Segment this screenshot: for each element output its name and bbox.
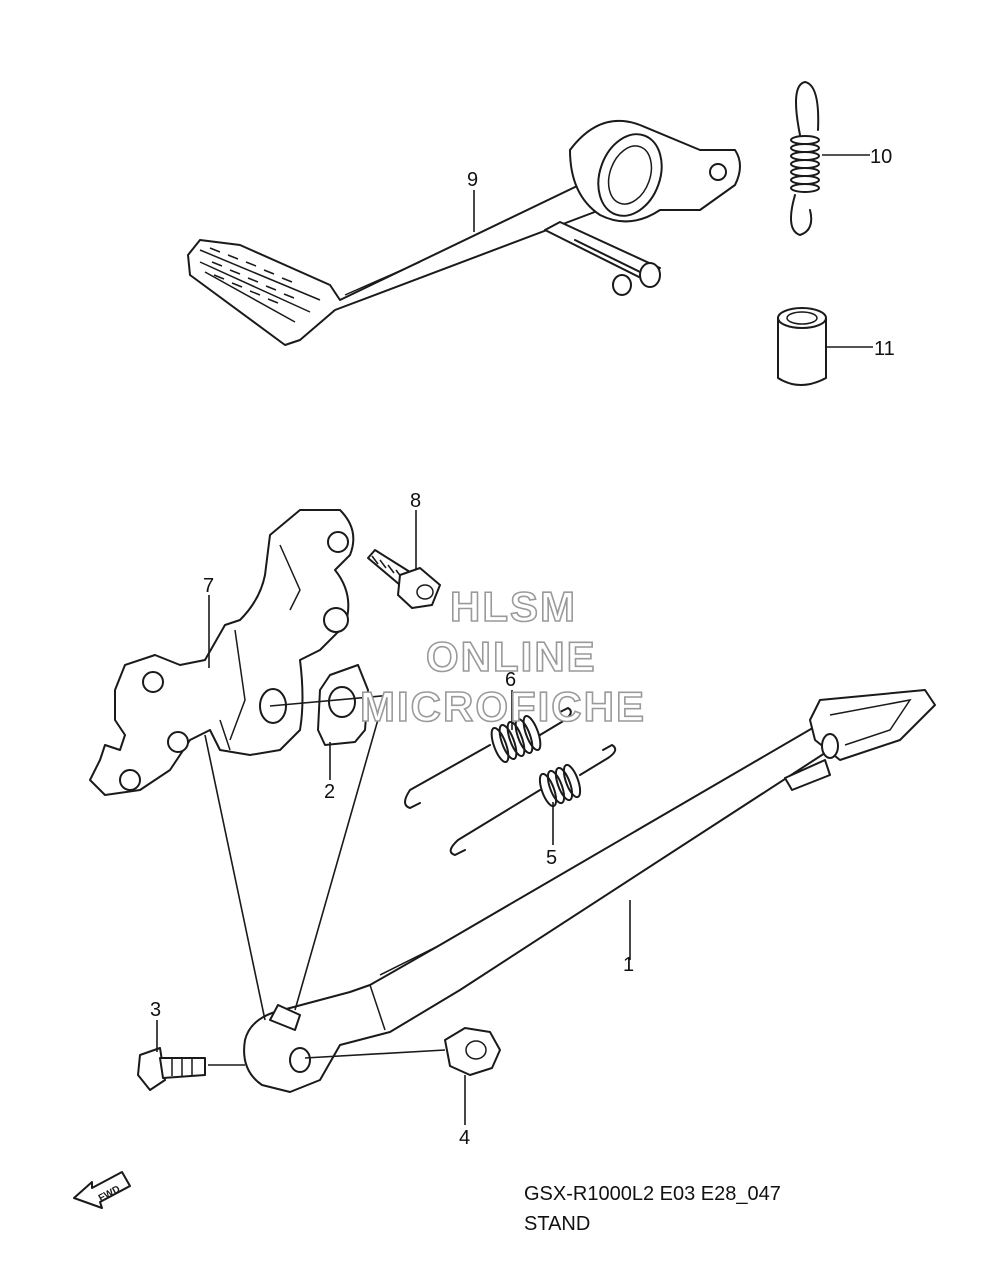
watermark-line-2: ONLINE <box>425 633 597 680</box>
part-1-side-stand <box>243 689 936 1093</box>
watermark-line-1: HLSM <box>449 583 577 630</box>
callout-7: 7 <box>203 575 215 597</box>
part-11-bushing <box>777 307 827 386</box>
part-9-brake-pedal <box>187 119 741 346</box>
callout-1: 1 <box>623 954 635 976</box>
callout-2: 2 <box>324 781 336 803</box>
callout-11: 11 <box>874 338 895 360</box>
callout-8: 8 <box>410 490 422 512</box>
callout-6: 6 <box>505 669 517 691</box>
part-7-stand-bracket <box>89 509 355 796</box>
part-6-spring <box>404 707 572 809</box>
part-8-bolt <box>367 549 441 609</box>
part-10-return-spring <box>790 81 820 236</box>
part-3-bolt <box>137 1047 206 1091</box>
callout-5: 5 <box>546 847 558 869</box>
callout-10: 10 <box>870 146 893 168</box>
diagram-model-code: GSX-R1000L2 E03 E28_047 <box>524 1183 781 1205</box>
forward-arrow-icon: FWD <box>70 1160 140 1210</box>
leader-lines <box>156 154 873 1125</box>
callout-9: 9 <box>467 169 479 191</box>
watermark-line-3: MICROFICHE <box>359 683 646 730</box>
part-2-washer <box>317 664 369 746</box>
diagram-section-name: STAND <box>524 1213 591 1235</box>
assembly-lines <box>204 694 446 1066</box>
part-4-nut <box>444 1027 501 1076</box>
callout-3: 3 <box>150 999 162 1021</box>
part-5-spring <box>449 744 617 856</box>
callout-4: 4 <box>459 1127 471 1149</box>
